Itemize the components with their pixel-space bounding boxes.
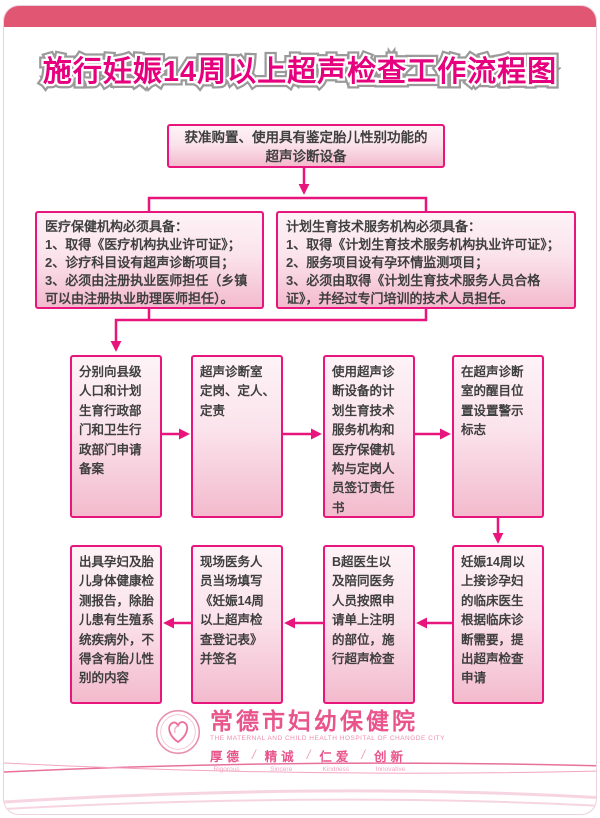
motto-cn: 厚德 bbox=[210, 750, 244, 765]
motto-separator: / bbox=[306, 747, 311, 763]
flow-box-ultrasound-room-staffing: 超声诊断室 定岗、定人、 定责 bbox=[191, 355, 283, 518]
motto-en: Sincere bbox=[270, 766, 293, 774]
flow-box-equipment-approval: 获准购置、使用具有鉴定胎儿性别功能的 超声诊断设备 bbox=[167, 124, 445, 168]
motto-cn: 精诚 bbox=[264, 750, 298, 765]
flow-box-medical-org-requirements: 医疗保健机构必须具备： 1、取得《医疗机构执业许可证》； 2、诊疗科目设有超声诊… bbox=[35, 211, 264, 309]
motto-cn: 创新 bbox=[373, 750, 407, 765]
flow-box-responsibility-agreement: 使用超声诊 断设备的计 划生育技术 服务机构和 医疗保健机 构与定岗人 员签订责… bbox=[323, 355, 415, 518]
hospital-footer: 常德市妇幼保健院 THE MATERNAL AND CHILD HEALTH H… bbox=[4, 709, 596, 773]
hospital-name-en: THE MATERNAL AND CHILD HEALTH HOSPITAL O… bbox=[210, 735, 445, 743]
motto-item: 厚德 Rigorous bbox=[210, 746, 243, 773]
motto-item: 仁爱 Kindness bbox=[319, 746, 352, 773]
motto-separator: / bbox=[252, 747, 256, 763]
flow-box-filing-application: 分别向县级 人口和计划 生育行政部 门和卫生行 政部门申请 备案 bbox=[70, 355, 162, 518]
motto-cn: 仁爱 bbox=[319, 750, 353, 765]
flow-box-ultrasound-request: 妊娠14周以 上接诊孕妇 的临床医生 根据临床诊 断需要，提 出超声检查 申请 bbox=[452, 545, 544, 704]
motto-item: 创新 Innovative bbox=[374, 746, 407, 773]
page-title: 施行妊娠14周以上超声检查工作流程图 施行妊娠14周以上超声检查工作流程图 施行… bbox=[4, 48, 596, 94]
motto-separator: / bbox=[361, 747, 365, 763]
page-title-outline: 施行妊娠14周以上超声检查工作流程图 bbox=[38, 52, 560, 93]
hospital-logo-icon bbox=[155, 709, 201, 755]
top-band bbox=[4, 6, 596, 27]
motto-en: Innovative bbox=[375, 766, 406, 774]
page-title-text: 施行妊娠14周以上超声检查工作流程图 bbox=[42, 56, 558, 88]
flow-box-warning-signs: 在超声诊断 室的醒目位 置设置警示 标志 bbox=[452, 355, 544, 518]
flow-box-perform-ultrasound: B超医生以 及陪同医务 人员按照申 请单上注明 的部位，施 行超声检查 bbox=[323, 545, 415, 704]
flow-box-registration-form: 现场医务人 员当场填写 《妊娠14周 以上超声检 查登记表》 并签名 bbox=[191, 545, 283, 704]
flow-box-health-report: 出具孕妇及胎 儿身体健康检 测报告，除胎 儿患有生殖系 统疾病外，不 得含有胎儿… bbox=[70, 545, 162, 704]
motto-list: 厚德 Rigorous / 精诚 Sincere / 仁爱 Kindness / bbox=[210, 746, 445, 773]
motto-en: Kindness bbox=[322, 766, 350, 774]
motto-en: Rigorous bbox=[213, 766, 240, 774]
motto-item: 精诚 Sincere bbox=[265, 746, 298, 773]
flow-box-family-planning-org-requirements: 计划生育技术服务机构必须具备： 1、取得《计划生育技术服务机构执业许可证》； 2… bbox=[276, 211, 576, 309]
page-title-halo: 施行妊娠14周以上超声检查工作流程图 bbox=[41, 54, 559, 91]
poster-card: 施行妊娠14周以上超声检查工作流程图 施行妊娠14周以上超声检查工作流程图 施行… bbox=[3, 5, 597, 815]
hospital-name: 常德市妇幼保健院 bbox=[210, 708, 419, 734]
